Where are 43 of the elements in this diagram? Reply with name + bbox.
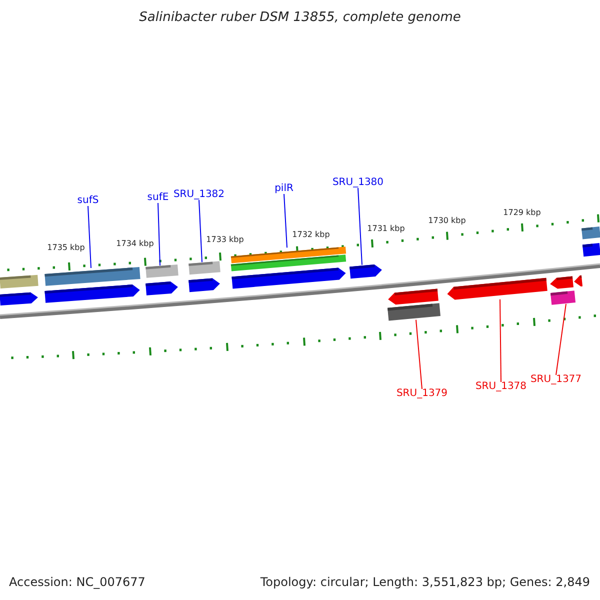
gene-feature (0, 274, 38, 288)
tick-label: 1734 kbp (116, 240, 154, 248)
gene-feature (388, 288, 438, 305)
gene-label: SRU_1380 (332, 178, 384, 188)
tick-label: 1735 kbp (47, 244, 85, 252)
gene-label: SRU_1377 (530, 375, 582, 385)
tick-label: 1729 kbp (503, 209, 541, 217)
leader-line (284, 194, 288, 248)
tick-label: 1733 kbp (206, 236, 244, 244)
gene-feature (44, 284, 140, 303)
gene-feature (550, 290, 576, 305)
gene-label: sufS (77, 196, 99, 206)
gene-feature (388, 303, 440, 321)
leader-line (358, 188, 362, 266)
gene-label: SRU_1382 (173, 190, 225, 200)
gene-label: SRU_1378 (475, 382, 527, 392)
leader-line (158, 202, 160, 266)
gene-feature (188, 278, 220, 292)
leader-line (88, 206, 92, 268)
accession-text: Accession: NC_007677 (9, 576, 146, 588)
gene-feature (232, 268, 346, 289)
gene-feature (0, 292, 38, 306)
gene-label: sufE (147, 193, 169, 203)
gene-feature (582, 243, 600, 257)
tick-label: 1730 kbp (428, 217, 466, 225)
gene-feature (230, 254, 346, 272)
diagram-title: Salinibacter ruber DSM 13855, complete genome (139, 11, 461, 24)
tick-label: 1732 kbp (292, 231, 330, 239)
gene-feature (582, 226, 600, 240)
tick-label: 1731 kbp (367, 225, 405, 233)
gene-feature (146, 264, 178, 278)
gene-feature (574, 275, 583, 286)
leader-line (416, 319, 422, 390)
gene-label: pilR (274, 184, 294, 194)
leader-line (500, 298, 502, 382)
genome-summary-text: Topology: circular; Length: 3,551,823 bp; Genes: 2,849 (260, 576, 590, 588)
gene-feature (447, 278, 548, 300)
gene-feature (350, 264, 382, 279)
gene-label: SRU_1379 (396, 389, 448, 399)
gene-feature (188, 261, 220, 275)
gene-feature (146, 282, 178, 296)
leader-line (198, 200, 202, 263)
gene-feature (44, 266, 140, 286)
